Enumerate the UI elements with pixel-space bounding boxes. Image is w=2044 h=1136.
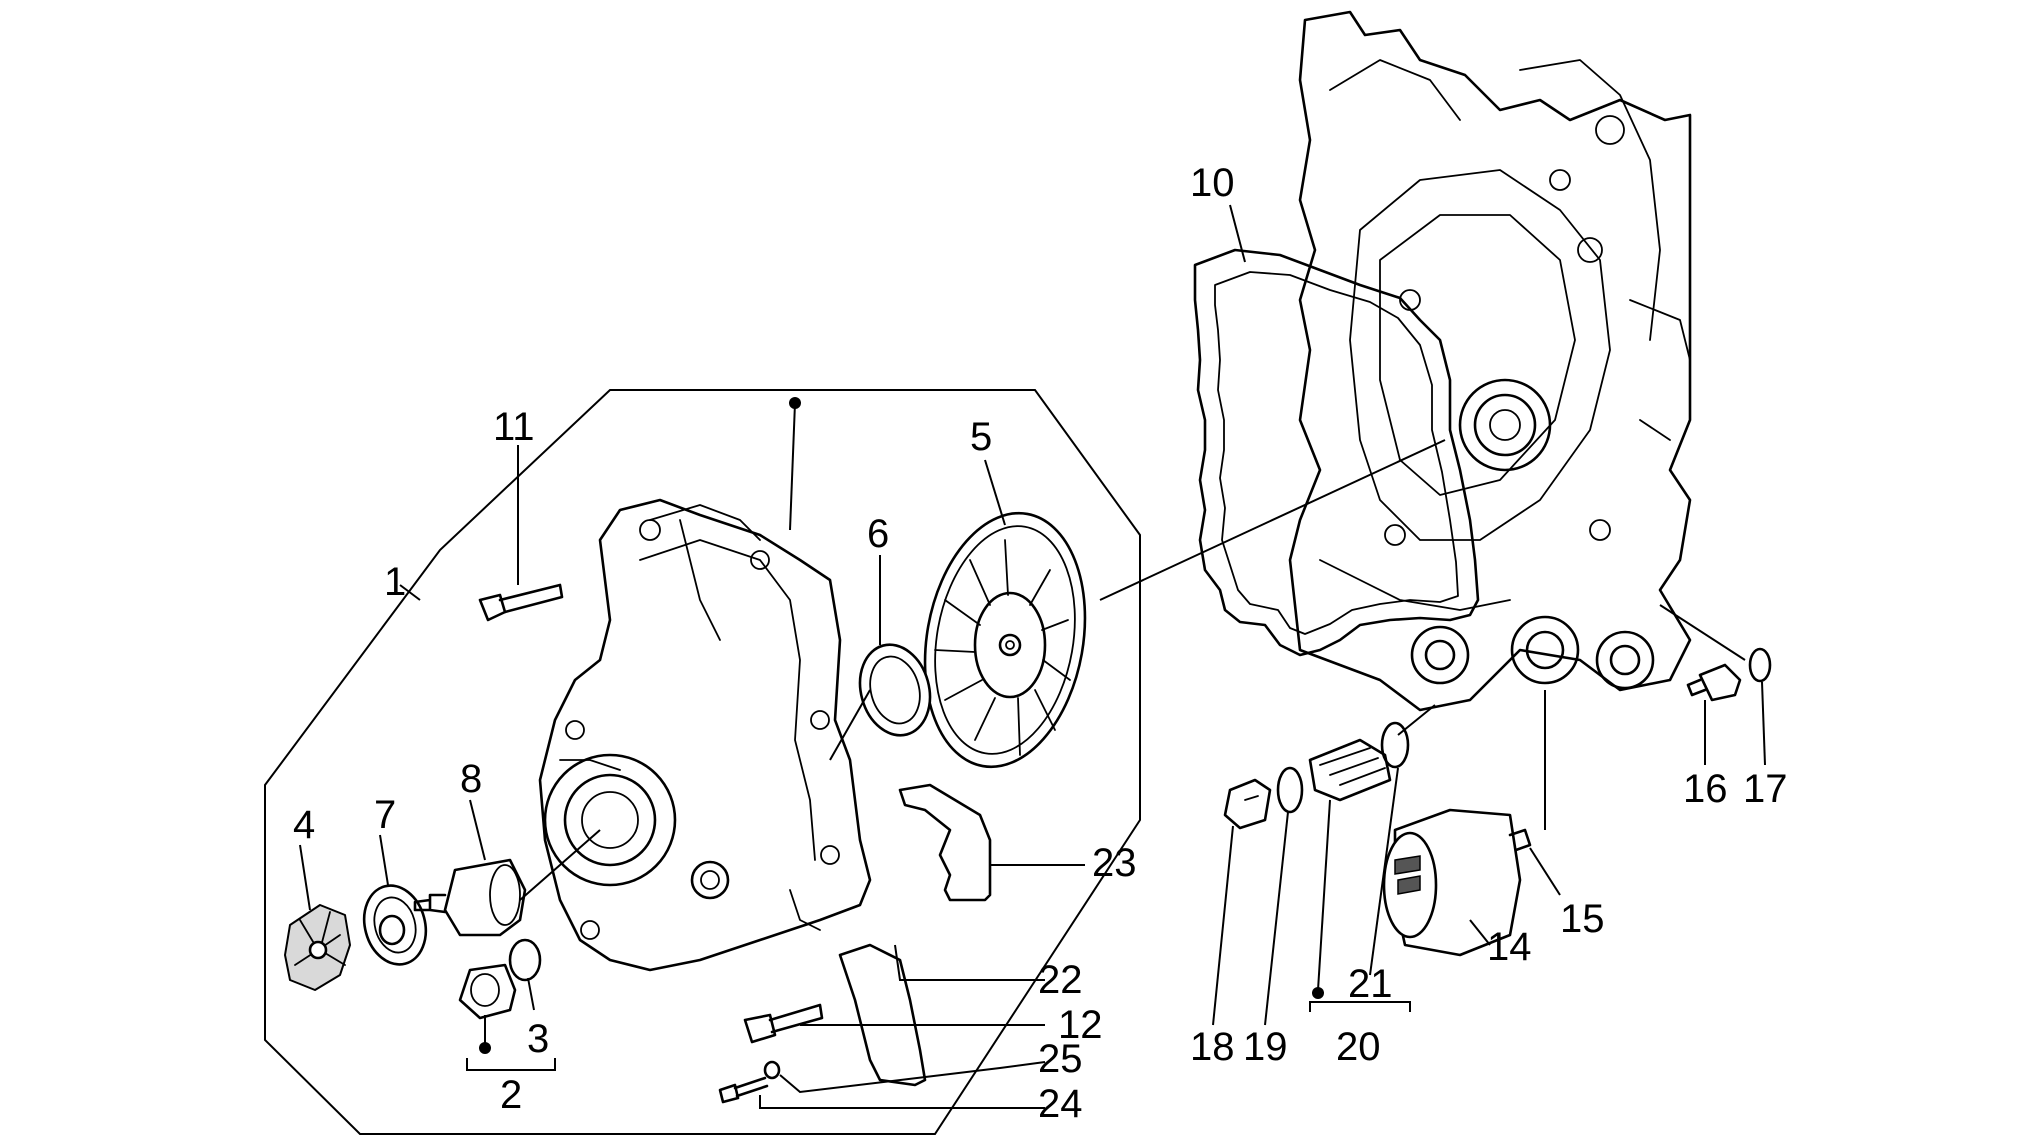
label-21: 21 [1348, 962, 1393, 1006]
bracket-22 [838, 943, 927, 1087]
label-12: 12 [1058, 1003, 1103, 1047]
label-17: 17 [1743, 767, 1788, 811]
oil-filter [1382, 808, 1532, 957]
label-1: 1 [384, 560, 406, 604]
label-15: 15 [1560, 897, 1605, 941]
label-16: 16 [1683, 767, 1728, 811]
label-4: 4 [293, 803, 315, 847]
pump-pulley [362, 884, 428, 966]
pump-shaft [413, 858, 527, 937]
drain-plug [458, 938, 542, 1020]
bolt-24 [718, 1076, 769, 1104]
label-11: 11 [493, 405, 535, 449]
callout-labels: 1 11 5 6 10 8 7 4 3 2 23 22 12 25 24 18 … [293, 161, 1788, 1126]
label-7: 7 [374, 793, 396, 837]
oil-seal [858, 643, 932, 737]
bolt-11 [478, 583, 564, 622]
fan-wheel [923, 511, 1087, 769]
label-5: 5 [970, 415, 992, 459]
label-23: 23 [1092, 841, 1137, 885]
label-3: 3 [527, 1017, 549, 1061]
washer-17 [1748, 647, 1772, 683]
leader-lines [299, 204, 1766, 1109]
engine-cover [538, 498, 872, 972]
o-ring-19 [1276, 766, 1304, 814]
label-22: 22 [1038, 958, 1083, 1002]
pump-impeller [284, 904, 351, 991]
label-24: 24 [1038, 1082, 1083, 1126]
label-25: 25 [1038, 1037, 1083, 1081]
label-8: 8 [460, 757, 482, 801]
gasket [1193, 248, 1480, 657]
leader-group-cover [789, 402, 796, 531]
bracket-23 [898, 783, 992, 902]
group-marker-dot-20 [1312, 987, 1324, 999]
bolt-12 [743, 1003, 824, 1044]
washer-25 [763, 1060, 781, 1080]
assembly-group-outline [264, 389, 1141, 1135]
label-19: 19 [1243, 1025, 1288, 1069]
label-6: 6 [867, 512, 889, 556]
sensor-16 [1686, 663, 1742, 702]
label-14: 14 [1487, 925, 1532, 969]
label-20: 20 [1336, 1025, 1381, 1069]
plug-18 [1223, 778, 1272, 830]
group-marker-dot-2 [479, 1042, 491, 1054]
label-18: 18 [1190, 1025, 1235, 1069]
filter-element [1308, 721, 1410, 802]
engine-crankcase [1288, 10, 1692, 712]
label-10: 10 [1190, 161, 1235, 205]
label-2: 2 [500, 1073, 522, 1117]
